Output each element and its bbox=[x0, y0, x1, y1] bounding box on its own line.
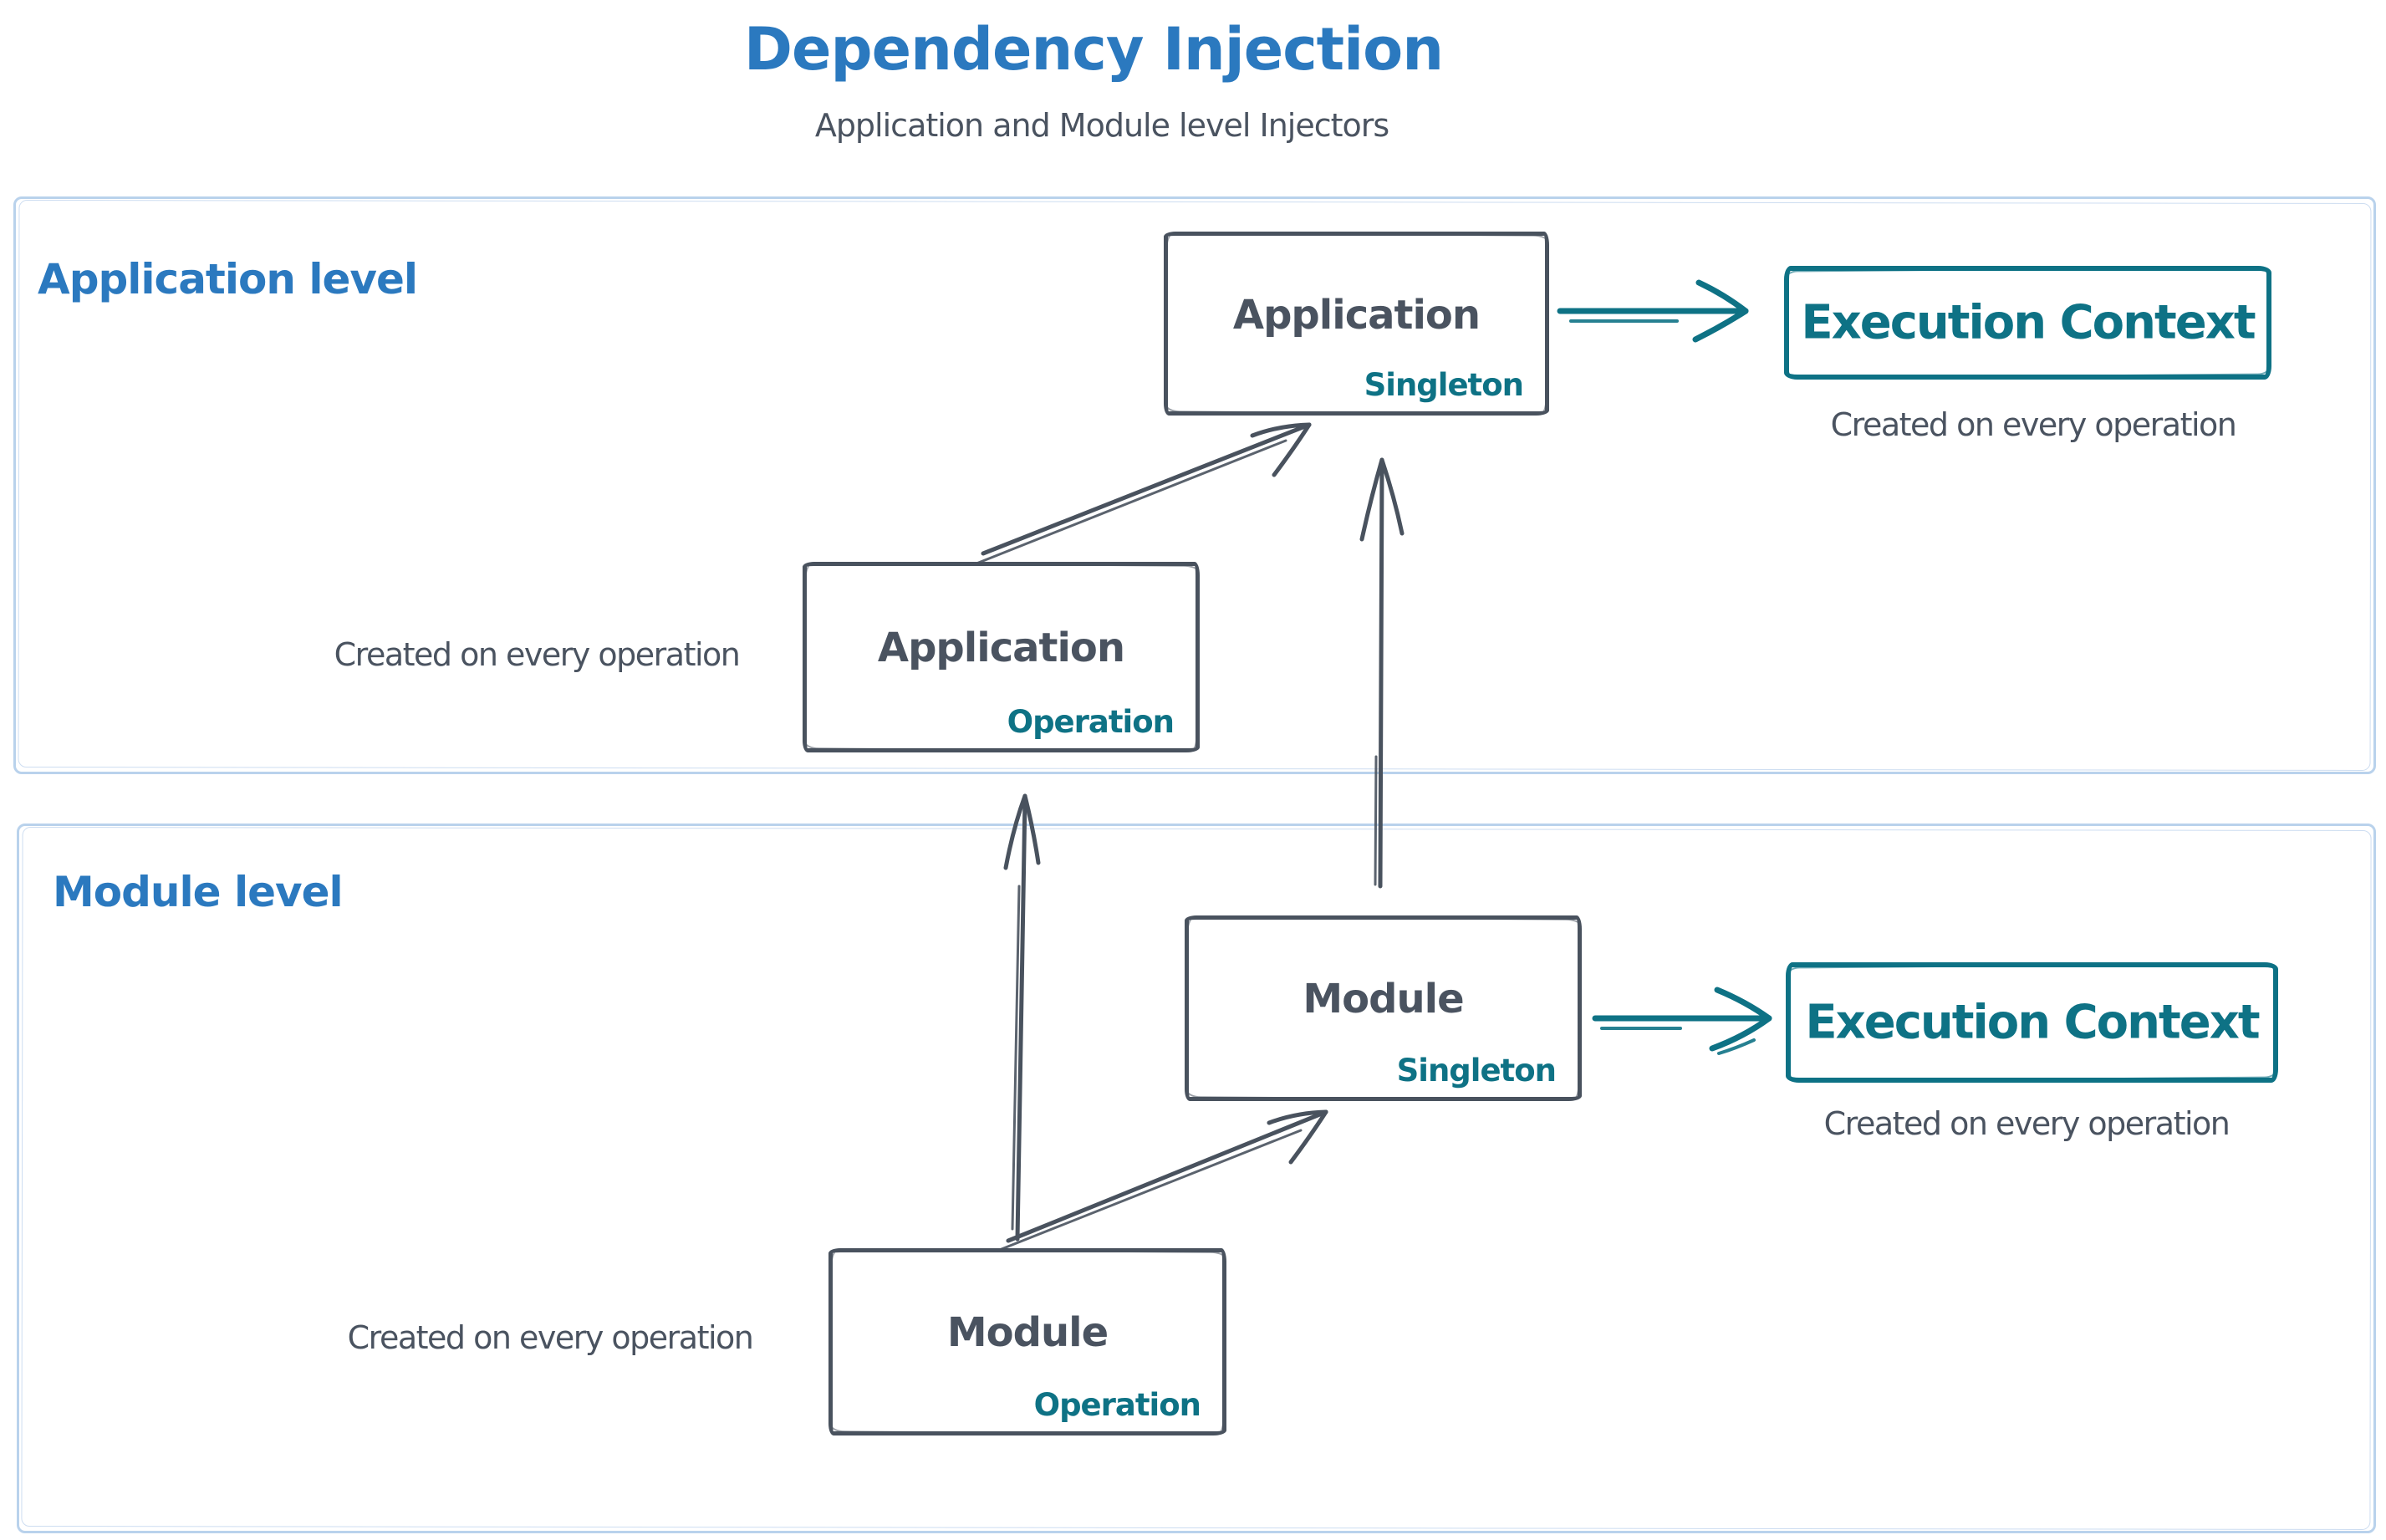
page-subtitle: Application and Module level Injectors bbox=[814, 107, 1389, 144]
module-execution-context-box: Execution Context bbox=[1786, 962, 2278, 1083]
module-execution-context-title: Execution Context bbox=[1805, 995, 2260, 1050]
module-singleton-box-title: Module bbox=[1303, 976, 1464, 1023]
application-execution-context-title: Execution Context bbox=[1801, 295, 2256, 350]
application-operation-box-title: Application bbox=[877, 625, 1125, 672]
application-execution-context-caption: Created on every operation bbox=[1830, 406, 2237, 443]
application-singleton-box: Application Singleton bbox=[1164, 232, 1549, 416]
application-level-frame bbox=[13, 196, 2376, 774]
application-singleton-box-title: Application bbox=[1232, 291, 1481, 339]
application-operation-box: Application Operation bbox=[803, 562, 1200, 752]
module-level-frame bbox=[17, 824, 2376, 1533]
application-level-label: Application level bbox=[38, 255, 418, 303]
module-operation-box-title: Module bbox=[946, 1309, 1109, 1357]
module-singleton-box: Module Singleton bbox=[1185, 915, 1582, 1101]
application-operation-scope-label: Operation bbox=[1007, 704, 1175, 740]
module-operation-scope-label: Operation bbox=[1033, 1387, 1201, 1423]
module-execution-context-caption: Created on every operation bbox=[1823, 1105, 2231, 1142]
application-execution-context-box: Execution Context bbox=[1784, 266, 2271, 380]
module-singleton-scope-label: Singleton bbox=[1396, 1053, 1557, 1089]
page-title: Dependency Injection bbox=[743, 15, 1444, 84]
module-operation-caption: Created on every operation bbox=[347, 1319, 754, 1356]
module-level-label: Module level bbox=[53, 868, 344, 916]
application-operation-caption: Created on every operation bbox=[334, 636, 741, 673]
module-operation-box: Module Operation bbox=[828, 1248, 1226, 1435]
application-singleton-scope-label: Singleton bbox=[1364, 367, 1524, 403]
